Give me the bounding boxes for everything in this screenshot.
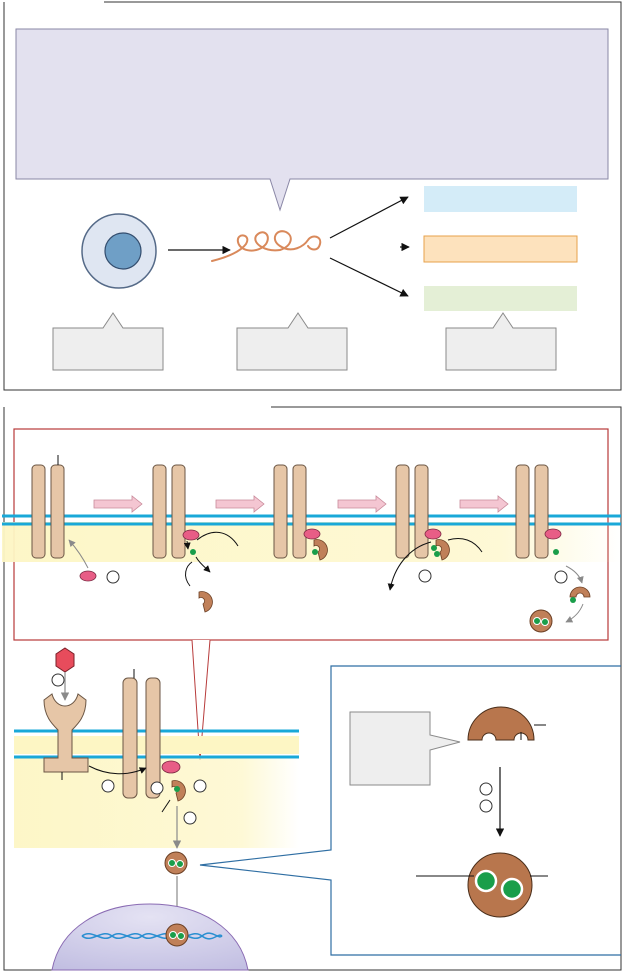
gray-callout-left [52,312,164,371]
curved-line-atp [196,531,239,547]
mrna-strand-icon [211,230,322,262]
arrow-to-green-box [329,257,409,297]
phosphate-dot-icon [570,597,576,603]
curved-arrow-jak-binding [68,539,89,569]
phosphate-dot-icon [553,549,559,555]
dna-helix-icon [81,932,223,940]
gray-callout-middle [236,312,348,371]
stat-dimer-icon [164,851,188,875]
jak-oval-icon [79,570,97,582]
receptor-icon [43,693,89,773]
stat-dimer-icon [165,923,189,947]
stat-protein-icon [198,591,213,613]
panel-b-frame [3,406,622,971]
empty-circle-marker [183,811,197,825]
arrow-phosphorylation [183,540,191,550]
lavender-callout [15,28,609,212]
green-label-box [424,286,577,311]
gray-arrow-release [565,565,584,584]
panel-a-frame [3,1,622,391]
empty-circle-marker [106,570,120,584]
nucleus-icon [51,903,249,971]
phosphate-dot-icon [431,545,437,551]
jak-oval-icon [544,528,562,540]
phosphate-dot-icon [174,786,180,792]
stat-protein-icon [569,586,591,598]
stat-protein-icon [435,539,450,561]
cell-icon [81,213,157,289]
stat-protein-icon [313,539,328,561]
arrow-recruit [195,556,211,573]
nucleus-icon [104,232,142,270]
step-arrow-4 [459,495,509,513]
panel-a [3,1,622,391]
stat-protein-large-icon [467,706,535,741]
gray-arrow-dimerize [565,603,584,623]
empty-circle-marker [51,673,65,687]
jak-oval-icon [424,528,442,540]
step-arrow-2 [215,495,265,513]
receptor-stage-3 [273,464,307,559]
empty-circle-marker [150,781,164,795]
stat-dimer-large-icon [416,852,548,918]
hexagon-ligand-icon [55,647,75,673]
jak-oval-icon [182,529,200,541]
receptor-stage-1 [31,455,65,559]
jak-oval-icon [303,528,321,540]
phosphate-dot-icon [190,549,196,555]
arrow-receptor-activation [88,765,147,775]
empty-circle-marker [479,799,493,813]
curved-line-stat-approach [185,561,193,587]
blue-label-box [424,186,577,212]
gray-callout-right [445,312,557,371]
phosphate-dot-icon [312,549,318,555]
stat-dimer-icon [529,609,553,633]
receptor-lower [122,669,161,799]
gray-callout-detail [349,711,461,786]
panel-b [2,406,622,971]
jak-oval-icon [161,760,181,774]
curved-line-atp-4 [447,538,483,553]
empty-circle-marker [554,570,568,584]
empty-circle-marker [193,779,207,793]
receptor-stage-2 [152,464,186,559]
step-arrow-3 [337,495,387,513]
empty-circle-marker [101,779,115,793]
phosphate-dot-icon [434,551,440,557]
line-stat-release [161,799,171,813]
step-arrow-1 [93,495,143,513]
arrow-adp-release [387,541,432,591]
orange-label-box [423,235,578,263]
arrow-to-blue-box [329,196,409,239]
blue-detail-box [199,665,621,956]
empty-circle-marker [479,782,493,796]
empty-circle-marker [418,569,432,583]
